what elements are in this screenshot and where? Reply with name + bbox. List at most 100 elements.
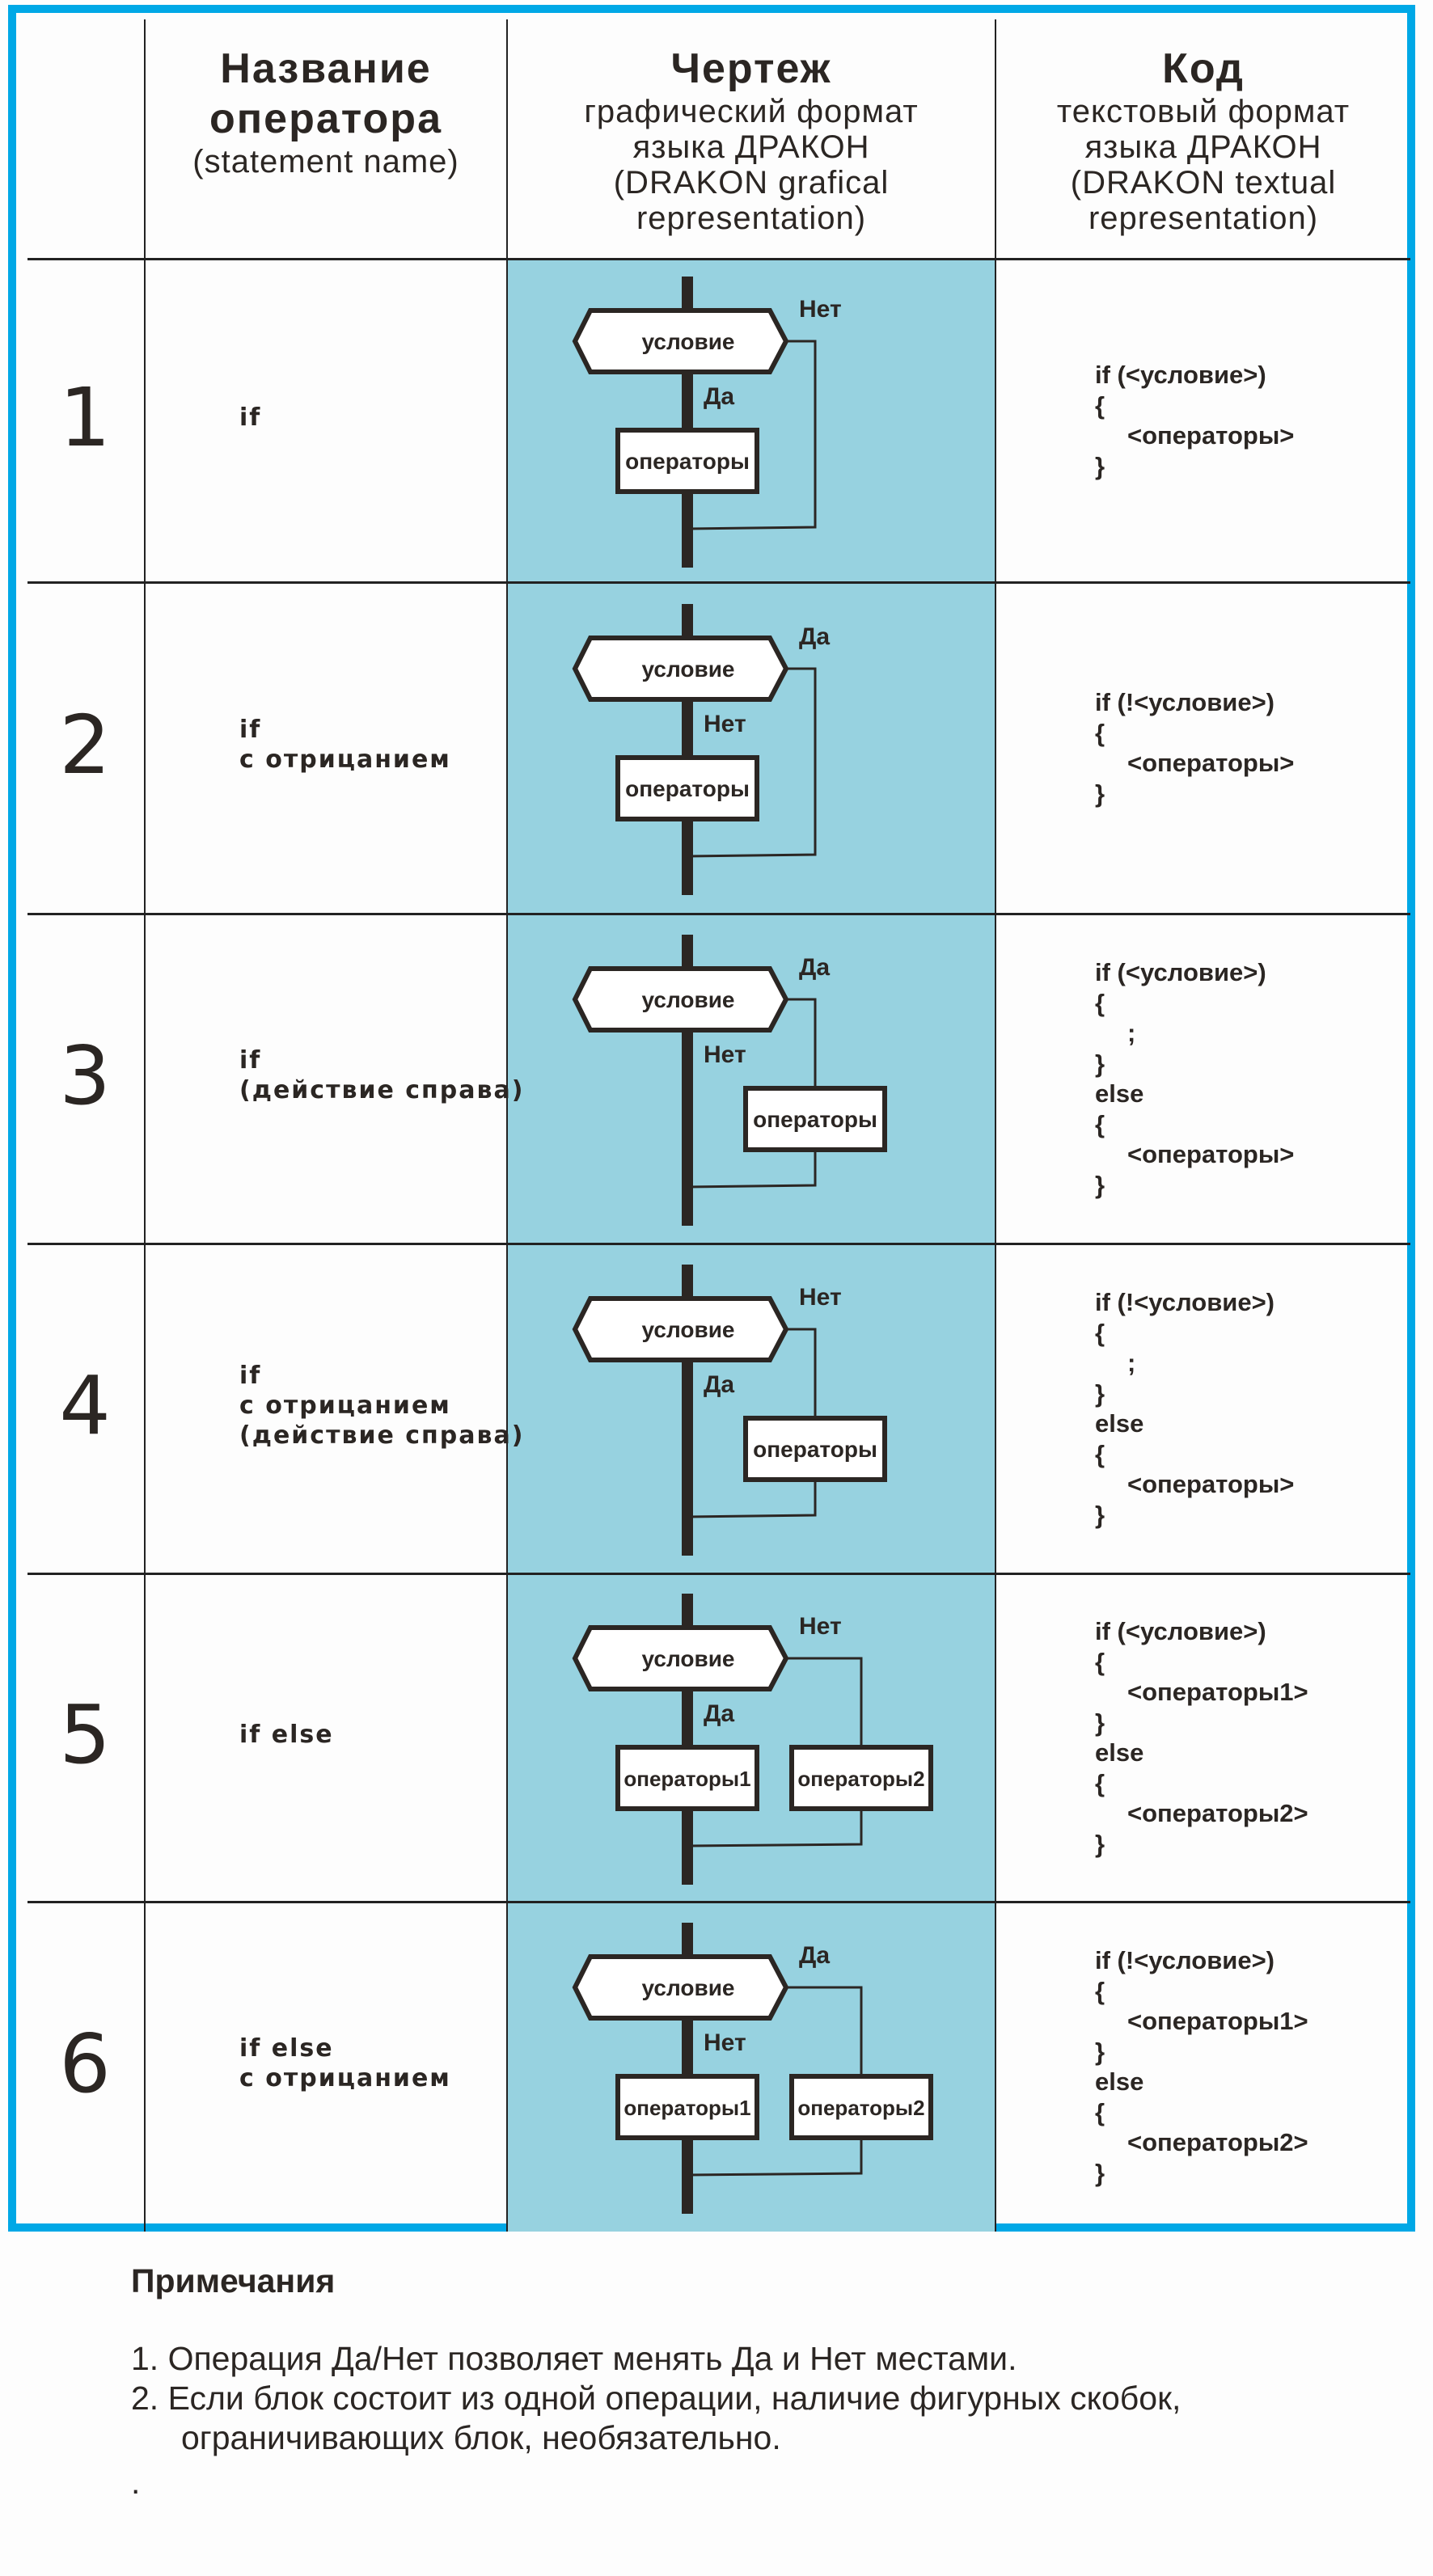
action-label: операторы1: [624, 1767, 750, 1791]
code-line: }: [1095, 779, 1105, 808]
branch-line: [786, 1328, 817, 1418]
merge-line: [687, 1809, 863, 1848]
code-line: <операторы2>: [1127, 2128, 1308, 2156]
code-line: }: [1095, 1049, 1105, 1078]
header-code-sub-2: языка ДРАКОН: [1084, 129, 1322, 165]
question-icon: [572, 1296, 789, 1362]
action-label: операторы: [753, 1107, 877, 1132]
code-block: if (!<условие>){<операторы1>}else{<опера…: [1095, 1945, 1308, 2188]
code-line: if (!<условие>): [1095, 1946, 1275, 1974]
action-block: [615, 755, 759, 821]
branch-label-right: Да: [799, 623, 830, 650]
row-divider: [27, 1573, 1410, 1575]
statement-name: if: [239, 403, 261, 433]
code-line: }: [1095, 1500, 1105, 1529]
notes-section: Примечания 1. Операция Да/Нет позволяет …: [131, 2262, 1181, 2502]
code-block: if (!<условие>){<операторы>}: [1095, 687, 1294, 809]
row-divider: [27, 258, 1410, 260]
code-line: }: [1095, 2037, 1105, 2066]
statement-name: if else: [239, 1720, 334, 1750]
branch-label-right: Да: [799, 1942, 830, 1969]
branch-line: [687, 667, 817, 858]
code-line: }: [1095, 451, 1105, 480]
code-line: <операторы>: [1127, 1470, 1295, 1498]
row-divider: [27, 913, 1410, 915]
statement-name: if(действие справа): [239, 1045, 524, 1105]
branch-label-right: Нет: [799, 1613, 842, 1640]
statement-name-line: с отрицанием: [239, 1391, 451, 1420]
header-name-title-2: оператора: [209, 95, 442, 142]
note-item-2: 2. Если блок состоит из одной операции, …: [131, 2380, 1181, 2417]
branch-label-down: Нет: [704, 711, 746, 737]
question-icon: [572, 1625, 789, 1691]
column-divider: [144, 19, 146, 2232]
code-line: if (!<условие>): [1095, 1288, 1275, 1316]
row-divider: [27, 581, 1410, 584]
branch-line: [786, 998, 817, 1088]
code-line: <операторы1>: [1127, 1678, 1308, 1706]
action-block-2: [789, 1745, 933, 1811]
row-number: 5: [59, 1687, 111, 1782]
action-label: операторы: [625, 449, 750, 474]
code-line: if (<условие>): [1095, 1617, 1266, 1645]
code-line: {: [1095, 1318, 1105, 1347]
question-icon: [572, 966, 789, 1033]
code-line: if (<условие>): [1095, 958, 1266, 986]
header-drawing: Чертеж графический формат языка ДРАКОН (…: [508, 19, 995, 259]
code-block: if (<условие>){;}else{<операторы>}: [1095, 957, 1294, 1200]
merge-line: [687, 1480, 817, 1518]
branch-label-down: Да: [704, 383, 734, 410]
code-line: }: [1095, 1379, 1105, 1408]
code-line: }: [1095, 1708, 1105, 1737]
header-drawing-sub-3: (DRAKON grafical: [613, 165, 890, 201]
header-drawing-sub-4: representation): [636, 201, 867, 236]
row-number: 1: [59, 370, 111, 465]
question-icon: [572, 1954, 789, 2021]
column-divider: [506, 19, 508, 2232]
statement-name-line: if else: [239, 1720, 334, 1749]
statement-name-line: if: [239, 1046, 262, 1075]
header-code-sub-4: representation): [1088, 201, 1319, 236]
action-block: [743, 1086, 887, 1152]
branch-label-down: Нет: [704, 2029, 746, 2056]
row-divider: [27, 1243, 1410, 1245]
action-block: [743, 1416, 887, 1482]
statement-name-line: if: [239, 403, 262, 432]
action-block: [615, 428, 759, 494]
code-line: else: [1095, 2067, 1144, 2096]
note-item-2-continuation: ограничивающих блок, необязательно.: [181, 2419, 781, 2456]
row-number: 6: [59, 2016, 111, 2111]
code-line: if (!<условие>): [1095, 688, 1275, 716]
row-number: 4: [59, 1358, 111, 1453]
code-line: }: [1095, 2158, 1105, 2187]
condition-label: условие: [642, 329, 735, 354]
action-label: операторы: [625, 776, 750, 801]
statement-name-line: (действие справа): [239, 1421, 525, 1450]
table-frame: Название оператора (statement name) Черт…: [8, 5, 1415, 2232]
action-label: операторы: [753, 1437, 877, 1462]
code-block: if (<условие>){<операторы>}: [1095, 360, 1294, 481]
condition-label: условие: [642, 1975, 735, 2000]
row-number: 3: [59, 1028, 111, 1123]
branch-line: [687, 340, 817, 530]
statement-name-line: с отрицанием: [239, 745, 451, 774]
code-line: {: [1095, 718, 1105, 747]
code-line: {: [1095, 1439, 1105, 1468]
header-name-title-1: Название: [220, 45, 432, 92]
action-label-2: операторы2: [797, 1767, 924, 1791]
code-line: {: [1095, 1768, 1105, 1797]
statement-name-line: с отрицанием: [239, 2064, 451, 2092]
statement-name-line: if: [239, 1361, 262, 1390]
header-code-title: Код: [1162, 45, 1245, 92]
action-label: операторы1: [624, 2096, 750, 2120]
condition-label: условие: [642, 657, 735, 682]
code-line: if (<условие>): [1095, 361, 1266, 389]
code-line: <операторы>: [1127, 421, 1295, 450]
